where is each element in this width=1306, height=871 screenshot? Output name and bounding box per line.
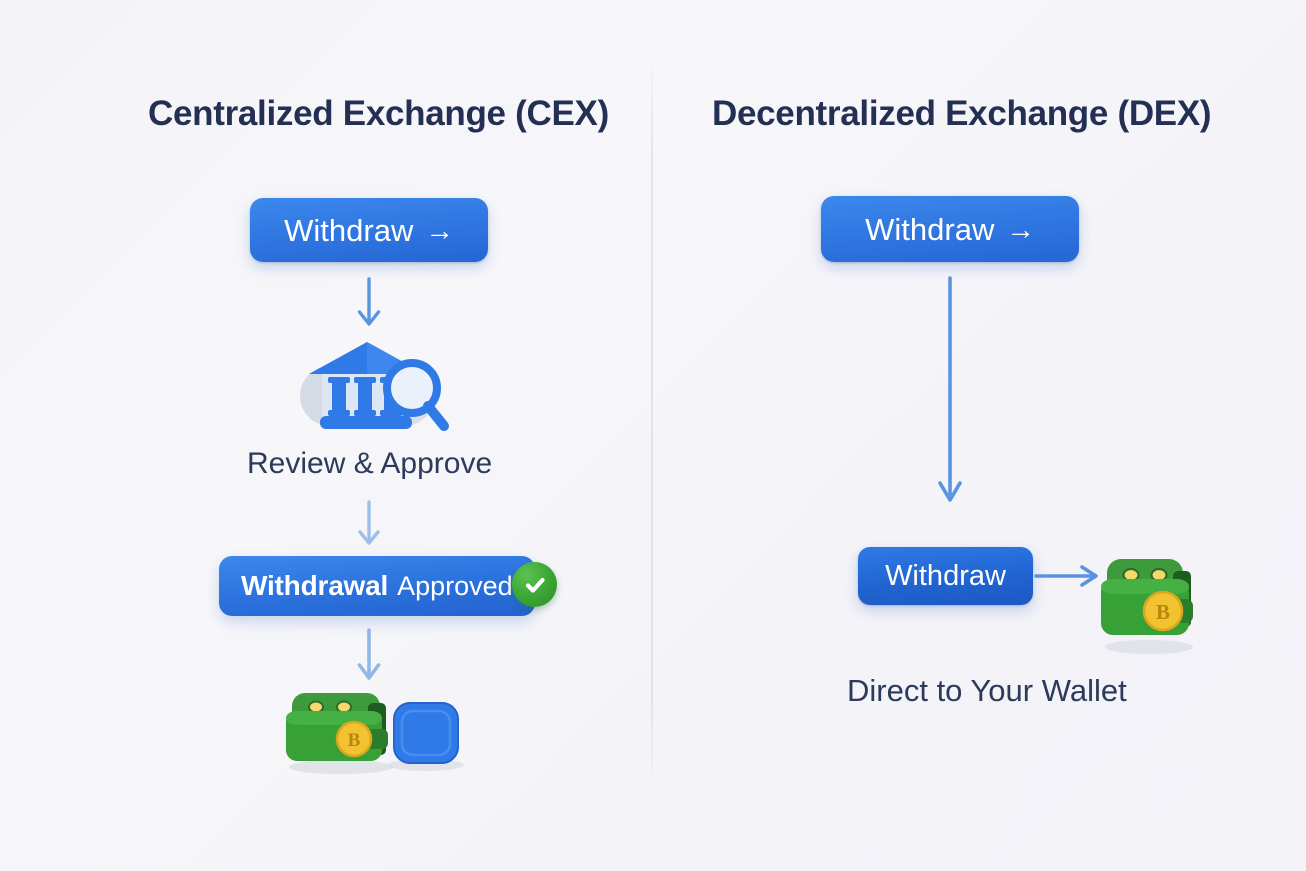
dex-arrow-right	[1034, 565, 1098, 587]
svg-text:B: B	[1156, 600, 1170, 624]
cex-arrow-3	[357, 628, 381, 680]
check-circle-icon	[512, 562, 557, 607]
dex-long-arrow	[938, 276, 962, 502]
cex-column-title: Centralized Exchange (CEX)	[148, 94, 609, 133]
dex-wallet-icon: B	[1093, 549, 1205, 659]
svg-text:B: B	[348, 730, 361, 751]
approved-badge-label-light: Approved	[397, 570, 513, 601]
bitcoin-wallet-icon: B	[1101, 559, 1193, 654]
dex-withdraw-button-label: Withdraw	[865, 211, 995, 247]
bank-magnifier-icon	[300, 342, 449, 431]
cex-wallet-group: B	[276, 685, 476, 780]
cex-review-caption: Review & Approve	[247, 447, 493, 480]
cex-arrow-1	[357, 277, 381, 326]
cex-arrow-2	[358, 500, 380, 545]
cex-withdraw-button-label: Withdraw	[284, 212, 414, 248]
cex-review-icon	[292, 336, 452, 436]
approved-badge-label-strong: Withdrawal	[241, 570, 389, 601]
arrow-right-icon: →	[1006, 213, 1035, 246]
dex-withdraw-button[interactable]: Withdraw →	[821, 196, 1079, 262]
dex-column-title: Decentralized Exchange (DEX)	[712, 94, 1212, 133]
dex-withdraw-button-2[interactable]: Withdraw	[858, 547, 1033, 605]
dex-caption: Direct to Your Wallet	[847, 673, 1127, 708]
arrow-right-icon: →	[425, 214, 454, 247]
cex-withdraw-button[interactable]: Withdraw →	[250, 198, 488, 262]
column-divider	[651, 68, 653, 780]
dex-withdraw-button-2-label: Withdraw	[885, 559, 1006, 592]
cex-approved-badge[interactable]: Withdrawal Approved	[219, 556, 535, 616]
